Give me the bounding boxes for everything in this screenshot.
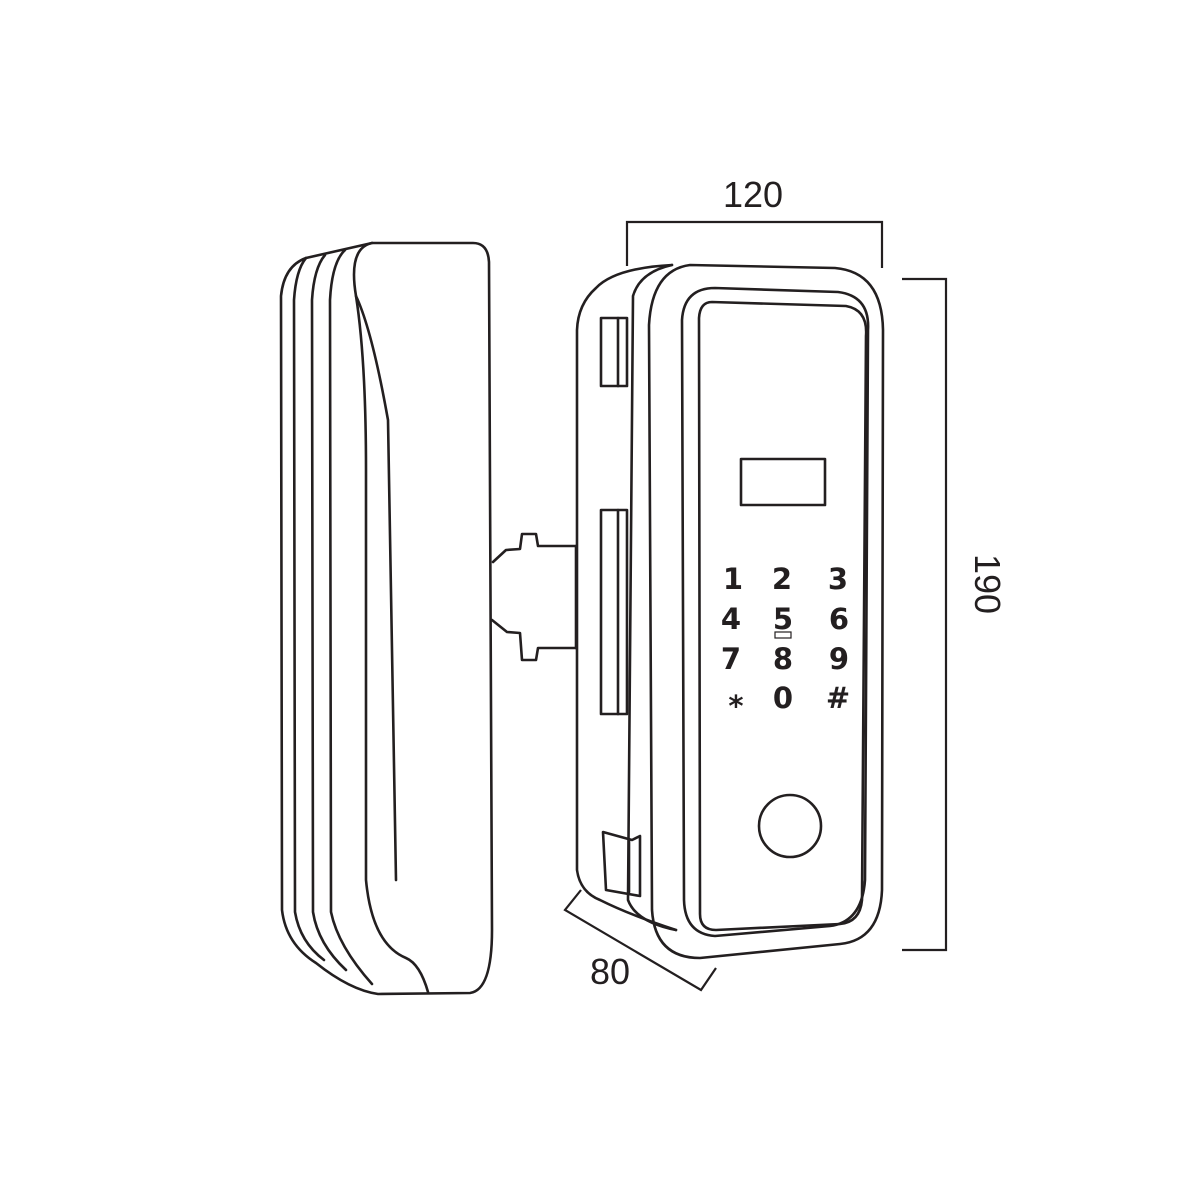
key-1: 1 [723,562,743,596]
outer-front-face [647,263,885,960]
key-6: 6 [829,602,849,636]
outer-housing-back [575,263,678,932]
key-star: * [728,689,743,723]
key-7: 7 [721,642,741,676]
inner-body-edge-3 [328,248,374,986]
width-dimension-line [625,220,884,268]
display-window [739,457,827,507]
key-9: 9 [829,642,849,676]
inner-body-outline [279,241,494,996]
key-5-indicator [774,631,792,639]
depth-dimension-line [563,889,717,992]
clamp-bracket [490,532,578,662]
inner-lock-body [279,241,494,996]
inner-body-edge-1 [292,256,326,962]
key-4: 4 [721,602,741,636]
clamp-lower-notch [490,618,578,662]
key-2: 2 [772,562,792,596]
outer-lock-body: 1 2 3 4 5 6 7 8 9 * 0 # [575,263,885,960]
lower-slot [601,830,642,898]
keypad: 1 2 3 4 5 6 7 8 9 * 0 # [721,562,850,723]
width-dimension-label: 120 [723,174,783,215]
depth-dimension: 80 [563,889,717,992]
outer-glass-panel [697,300,868,932]
height-dimension-label: 190 [967,554,1008,614]
height-dimension: 190 [902,277,1008,952]
inner-body-face-crease [352,241,430,994]
fingerprint-sensor-icon [757,793,823,859]
outer-front-panel [680,286,870,938]
width-dimension: 120 [625,174,884,268]
upper-slot [599,316,629,388]
clamp-upper-notch [491,532,578,564]
key-3: 3 [828,562,848,596]
inner-body-edge-2 [310,253,348,972]
key-hash: # [826,681,850,715]
key-5: 5 [773,602,793,636]
inner-body-face-crease-2 [354,294,398,882]
key-0: 0 [773,681,793,715]
middle-slot [599,508,629,716]
height-dimension-line [902,277,948,952]
depth-dimension-label: 80 [590,951,630,992]
key-8: 8 [773,642,793,676]
